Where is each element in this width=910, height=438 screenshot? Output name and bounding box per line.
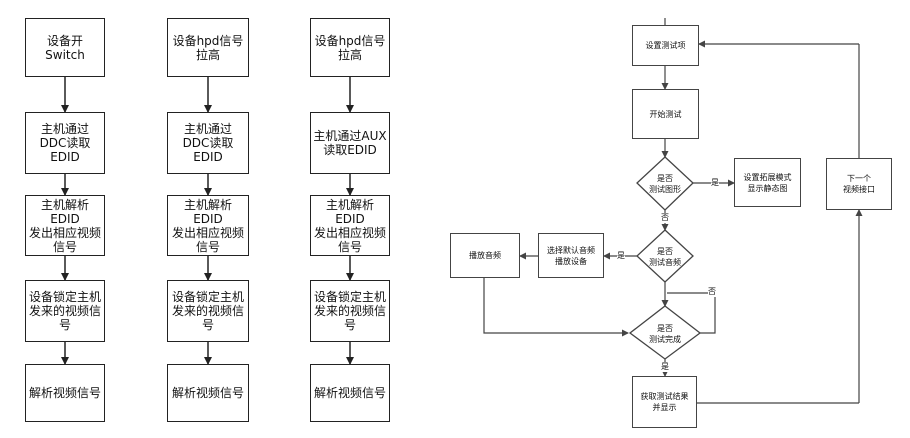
select-audio-device-box: 选择默认音频 播放设备: [538, 233, 604, 278]
col3-step-2: 主机通过AUX 读取EDID: [310, 112, 390, 174]
start-test-box: 开始测试: [632, 89, 699, 139]
set-test-item-box: 设置测试项: [632, 25, 699, 66]
col2-step-3: 主机解析 EDID 发出相应视频 信号: [167, 195, 249, 256]
col1-step-3: 主机解析 EDID 发出相应视频 信号: [25, 195, 105, 256]
col1-step-4: 设备锁定主机 发来的视频信 号: [25, 280, 105, 342]
edge-done-yes: 是: [661, 362, 669, 372]
edge-image-no: 否: [661, 213, 669, 223]
decision-diamond-done: [628, 305, 702, 360]
get-result-box: 获取测试结果 并显示: [632, 376, 697, 428]
col2-step-2: 主机通过 DDC读取 EDID: [167, 112, 249, 174]
decision-image-label: 是否 测试图形: [649, 174, 681, 194]
col2-step-4: 设备锁定主机 发来的视频信 号: [167, 280, 249, 342]
col3-step-5: 解析视频信号: [310, 364, 390, 422]
decision-audio-label: 是否 测试音频: [649, 247, 681, 267]
set-extend-mode-box: 设置拓展模式 显示静态图: [734, 158, 801, 207]
edge-audio-yes: 是: [617, 251, 625, 261]
decision-diamond-image: [636, 156, 694, 211]
play-audio-box: 播放音频: [450, 233, 520, 278]
decision-done-label: 是否 测试完成: [649, 324, 681, 344]
col3-step-3: 主机解析 EDID 发出相应视频 信号: [310, 195, 390, 256]
col1-step-5: 解析视频信号: [25, 364, 105, 422]
col1-step-2: 主机通过 DDC读取 EDID: [25, 112, 105, 174]
col3-step-4: 设备锁定主机 发来的视频信 号: [310, 280, 390, 342]
next-port-box: 下一个 视频接口: [826, 158, 892, 210]
col2-step-5: 解析视频信号: [167, 364, 249, 422]
col3-step-1: 设备hpd信号 拉高: [310, 18, 390, 77]
edge-image-yes: 是: [711, 178, 719, 188]
col2-step-1: 设备hpd信号 拉高: [167, 18, 249, 77]
col1-step-1: 设备开 Switch: [25, 18, 105, 77]
edge-done-no: 否: [708, 287, 716, 297]
decision-diamond-audio: [636, 229, 694, 283]
